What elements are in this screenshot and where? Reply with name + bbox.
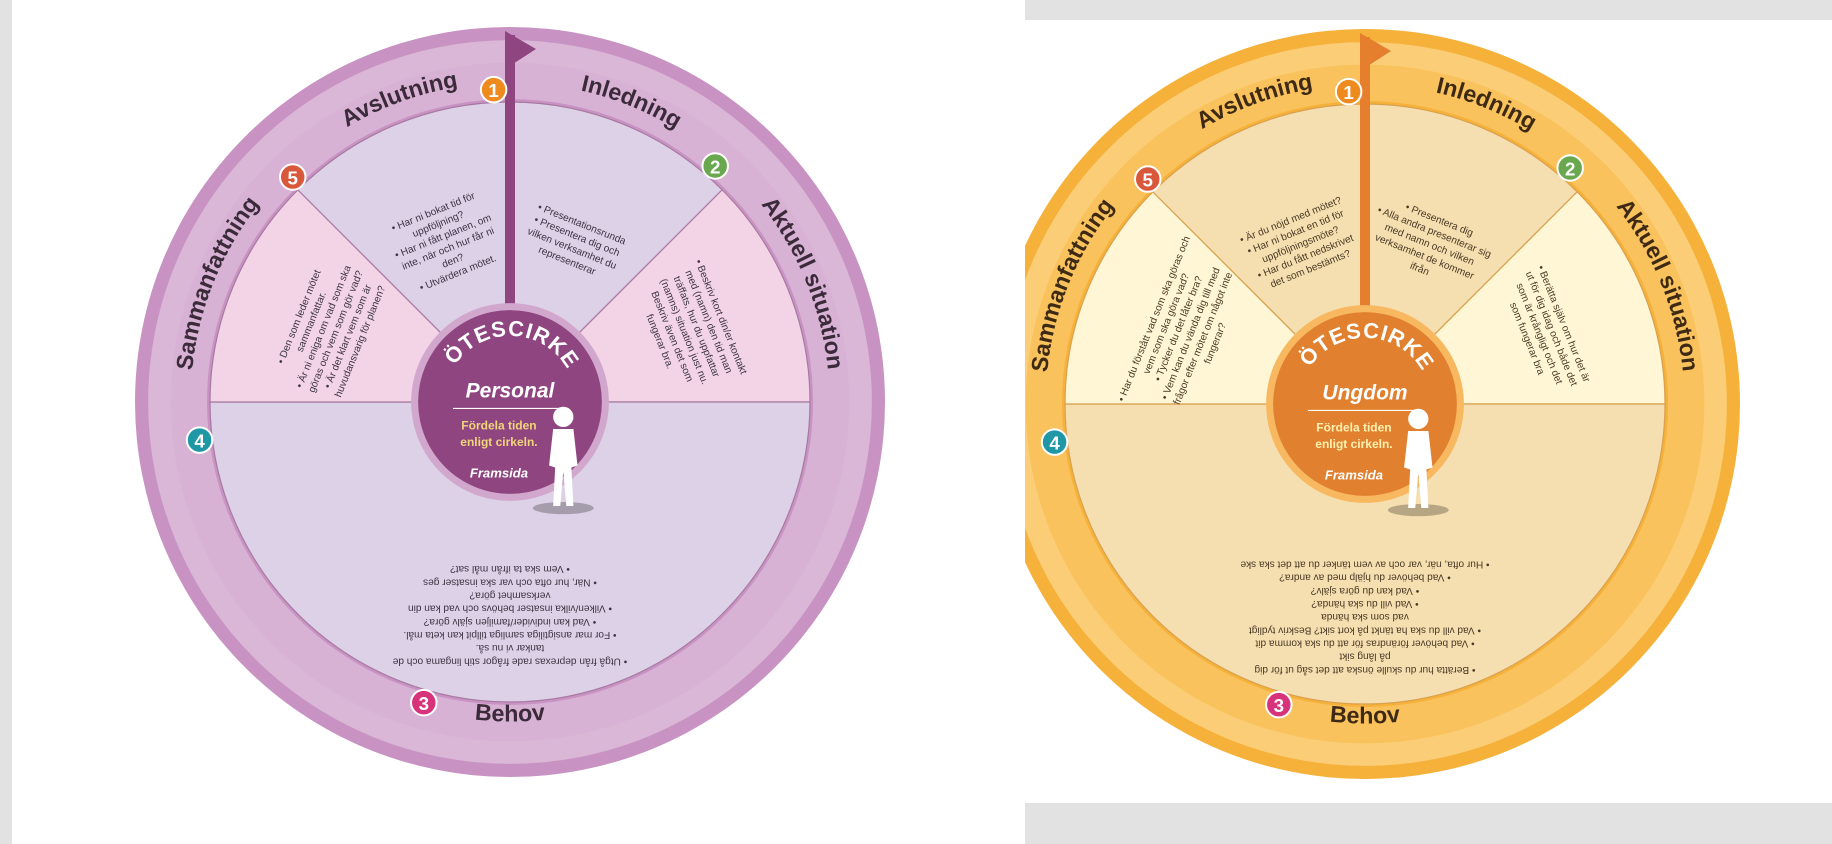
center-footer: Framsida <box>470 465 528 480</box>
sector-text-line: • Vad kan du göra själv? <box>1310 585 1419 596</box>
center-tagline: enligt cirkeln. <box>1315 437 1392 451</box>
phase-number-badge <box>1334 77 1363 106</box>
sector-text-line: • Utgå från deprexas rade frågor stih li… <box>392 655 627 667</box>
center-tagline: enligt cirkeln. <box>460 435 537 449</box>
phase-number: 1 <box>488 80 498 101</box>
phase-number-badge <box>1265 690 1293 719</box>
sector-text-line: • Vem ska ta ifrån mål sat? <box>450 563 570 575</box>
person-silhouette-icon <box>1387 408 1449 517</box>
sector-text-line: på lång sikt <box>1339 651 1390 663</box>
sector-text-line: • Vilken/vilka insatser behövs och vad k… <box>408 603 612 614</box>
sector-text-line: • Vad behöver förändras för att du ska k… <box>1255 638 1474 649</box>
sector-behov <box>1064 403 1666 705</box>
phase-number: 5 <box>288 168 298 189</box>
sector-text-line: • Vad vill du ska ha tänkt på kort sikt?… <box>1249 624 1481 636</box>
phase-number-badge <box>1556 154 1584 182</box>
sector-text-line: • For mar ansigtiliga samliga tillpit ka… <box>403 629 616 641</box>
phase-number: 2 <box>710 156 720 177</box>
phase-number-badge <box>1040 428 1069 456</box>
pointer-flag <box>1360 33 1391 71</box>
sector-behov <box>209 401 811 703</box>
pointer-stem <box>1360 37 1370 313</box>
center-name: Ungdom <box>1322 381 1407 404</box>
phase-number: 3 <box>1274 695 1284 716</box>
phase-number: 4 <box>1049 433 1060 454</box>
phase-number-badge <box>701 152 729 180</box>
phase-number: 4 <box>194 431 205 452</box>
phase-number: 1 <box>1343 82 1353 103</box>
sector-text-line: • Vad kan individer/familjen själv göra? <box>423 616 596 627</box>
sector-text-line: • Berätta hur du skulle önska att det så… <box>1254 664 1475 676</box>
sector-text-line: • Hur ofta, när, var och av vem tänker d… <box>1240 559 1489 570</box>
phase-title-behov: Behov <box>1329 701 1401 729</box>
phase-number-badge <box>410 688 438 717</box>
sector-text-line: • Vad behöver du hjälp med av andra? <box>1279 572 1451 583</box>
phase-number: 3 <box>419 693 429 714</box>
sector-text-line: • När, hur ofta och var ska insatser ges <box>423 576 597 587</box>
center-name: Personal <box>466 379 556 402</box>
sector-text-line: tankar vi nu så. <box>476 642 545 654</box>
phase-title-behov: Behov <box>474 699 546 727</box>
sector-text-behov: • Berätta hur du skulle önska att det så… <box>1240 559 1489 676</box>
sector-text-inledning: • Presentera dig• Alla andra presenterar… <box>1373 202 1492 282</box>
center-tagline: Fördela tiden <box>461 419 536 433</box>
phase-number-badge <box>278 163 307 191</box>
center-footer: Framsida <box>1325 467 1383 482</box>
phase-number-badge <box>185 426 214 454</box>
phase-number-badge <box>1133 165 1162 193</box>
person-silhouette-icon <box>532 406 594 515</box>
pointer-flag <box>505 31 536 69</box>
center-tagline: Fördela tiden <box>1316 421 1391 435</box>
sector-text-line: vad som ska hända <box>1321 611 1409 622</box>
sector-text-line: verksamhet göra? <box>469 589 550 600</box>
phase-number: 5 <box>1143 170 1153 191</box>
sector-text-line: • Vad vill du ska hända? <box>1311 598 1419 609</box>
phase-number-badge <box>479 75 508 104</box>
pointer-stem <box>505 35 515 311</box>
sector-text-behov: • Utgå från deprexas rade frågor stih li… <box>392 563 627 667</box>
phase-number: 2 <box>1565 158 1575 179</box>
